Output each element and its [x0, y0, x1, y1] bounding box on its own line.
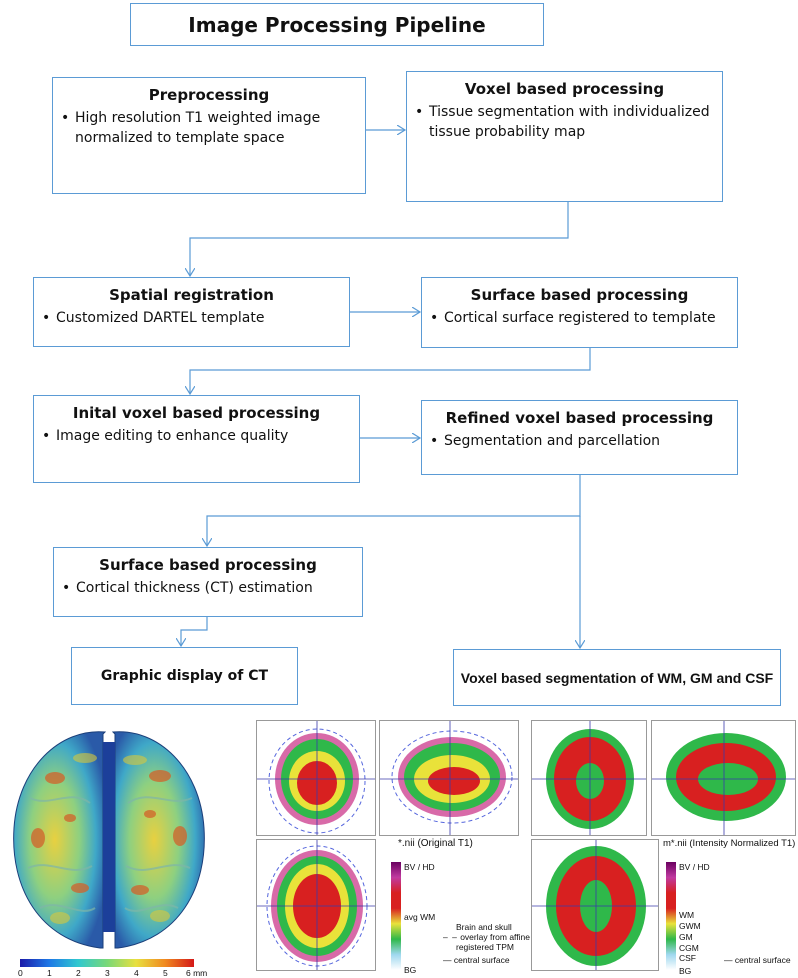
legend-left-line4: — central surface — [443, 955, 510, 965]
spatial-registration-box: Spatial registration Customized DARTEL t… — [33, 277, 350, 347]
legend-left-line4-text: central surface — [453, 955, 510, 965]
voxel-processing-title: Voxel based processing — [464, 80, 665, 98]
mri-sagittal-original — [379, 720, 519, 836]
voxel-processing-box: Voxel based processing Tissue segmentati… — [406, 71, 723, 202]
colorbar-tick-1: 1 — [47, 968, 52, 978]
colorbar-tick-2: 2 — [76, 968, 81, 978]
mri-axial-normalized — [531, 839, 659, 971]
initial-voxel-title: Inital voxel based processing — [72, 404, 321, 422]
caption-original-t1: *.nii (Original T1) — [398, 838, 473, 849]
voxel-processing-bullet: Tissue segmentation with individualized … — [407, 102, 722, 142]
surface-processing-bullet-1: Cortical surface registered to template — [422, 308, 737, 328]
scale-right-label-wm: WM — [679, 910, 695, 920]
graphic-display-label: Graphic display of CT — [100, 668, 269, 684]
scale-right-label-csf: CSF — [679, 953, 696, 963]
scale-left-bottom: BG — [404, 965, 417, 975]
scale-right-top: BV / HD — [679, 862, 710, 872]
intensity-scale-left — [391, 862, 401, 970]
preprocessing-box: Preprocessing High resolution T1 weighte… — [52, 77, 366, 194]
refined-voxel-title: Refined voxel based processing — [445, 409, 714, 427]
spatial-registration-bullet: Customized DARTEL template — [34, 308, 349, 328]
scale-right-label-gwm: GWM — [679, 921, 701, 931]
cortical-thickness-brain-render — [13, 731, 205, 949]
diagram-title: Image Processing Pipeline — [130, 3, 544, 46]
surface-processing-title-2: Surface based processing — [99, 556, 317, 574]
legend-left-line1: Brain and skull — [456, 922, 512, 932]
surface-processing-box-2: Surface based processing Cortical thickn… — [53, 547, 363, 617]
segmentation-box: Voxel based segmentation of WM, GM and C… — [453, 649, 781, 706]
scale-left-top: BV / HD — [404, 862, 435, 872]
scale-right-label-cgm: CGM — [679, 943, 699, 953]
refined-voxel-box: Refined voxel based processing Segmentat… — [421, 400, 738, 475]
preprocessing-bullet: High resolution T1 weighted image normal… — [53, 108, 365, 148]
connector-lines — [0, 0, 591, 700]
mri-coronal-normalized — [531, 720, 647, 836]
scale-left-mid: avg WM — [404, 912, 436, 922]
initial-voxel-bullet: Image editing to enhance quality — [34, 426, 359, 446]
legend-right-line1-text: central surface — [734, 955, 791, 965]
colorbar-tick-0: 0 — [18, 968, 23, 978]
graphic-display-box: Graphic display of CT — [71, 647, 298, 705]
thickness-colorbar — [20, 959, 194, 967]
caption-normalized-t1: m*.nii (Intensity Normalized T1) — [663, 838, 796, 849]
refined-voxel-bullet: Segmentation and parcellation — [422, 431, 737, 451]
legend-left-line2-text: overlay from affine — [460, 932, 530, 942]
surface-processing-title-1: Surface based processing — [470, 286, 689, 304]
preprocessing-title: Preprocessing — [148, 86, 270, 104]
initial-voxel-box: Inital voxel based processing Image edit… — [33, 395, 360, 483]
legend-left-line3: registered TPM — [456, 942, 514, 952]
scale-right-label-gm: GM — [679, 932, 693, 942]
mri-sagittal-normalized — [651, 720, 796, 836]
mri-coronal-original — [256, 720, 376, 836]
intensity-scale-right — [666, 862, 676, 970]
surface-processing-bullet-2: Cortical thickness (CT) estimation — [54, 578, 362, 598]
spatial-registration-title: Spatial registration — [109, 286, 274, 304]
segmentation-label: Voxel based segmentation of WM, GM and C… — [460, 669, 774, 686]
scale-right-bottom: BG — [679, 966, 692, 976]
colorbar-tick-6: 6 mm — [186, 968, 208, 978]
colorbar-tick-5: 5 — [163, 968, 168, 978]
colorbar-tick-3: 3 — [105, 968, 110, 978]
colorbar-tick-4: 4 — [134, 968, 139, 978]
surface-processing-box-1: Surface based processing Cortical surfac… — [421, 277, 738, 348]
legend-right-line1: — central surface — [724, 955, 791, 965]
mri-axial-original — [256, 839, 376, 971]
legend-left-line2: – – overlay from affine — [443, 932, 530, 942]
